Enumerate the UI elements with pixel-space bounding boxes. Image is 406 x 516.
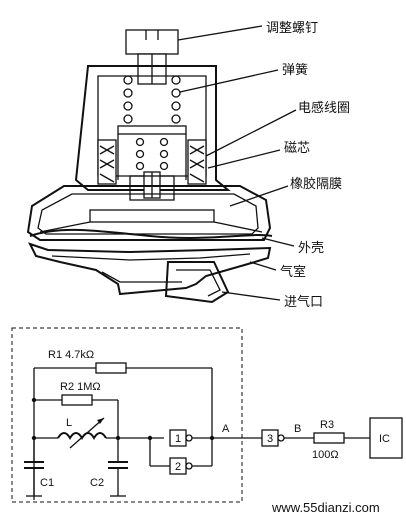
adjust-screw: [125, 29, 179, 55]
resistor-r3: [313, 432, 345, 444]
air-inlet: [164, 261, 230, 304]
ic-box: [369, 417, 403, 459]
label-housing: 外壳: [298, 241, 324, 256]
sensor-drawing: [26, 29, 273, 304]
upper-housing: [74, 65, 231, 191]
resistor-r1: [95, 362, 127, 374]
label-air-inlet: 进气口: [284, 294, 323, 310]
leader-lines: [177, 25, 297, 301]
label-rubber-diaphragm: 橡胶隔膜: [290, 176, 342, 192]
label-r1: R1 4.7kΩ: [48, 349, 94, 361]
label-gate-2: 2: [175, 461, 181, 473]
lower-housing: [26, 185, 272, 241]
watermark: www.55dianzi.com: [271, 500, 380, 515]
label-air-chamber: 气室: [280, 264, 306, 280]
inductor-coil: [97, 139, 207, 185]
circuit-enclosure: [11, 327, 243, 503]
label-spring: 弹簧: [282, 62, 308, 78]
label-gate-3: 3: [267, 433, 273, 445]
label-r2: R2 1MΩ: [60, 381, 101, 393]
label-c1: C1: [40, 477, 54, 489]
label-node-b: B: [294, 423, 301, 435]
spring: [123, 75, 181, 171]
label-gate-1: 1: [175, 433, 181, 445]
label-c2: C2: [90, 477, 104, 489]
rubber-diaphragm: [29, 209, 273, 239]
label-magnetic-core: 磁芯: [284, 141, 310, 156]
label-r3: R3: [320, 419, 334, 431]
circuit: [11, 327, 403, 503]
air-chamber: [28, 242, 272, 296]
label-node-a: A: [222, 423, 230, 435]
resistor-r2: [61, 394, 93, 406]
label-adjust-screw: 调整螺钉: [266, 21, 318, 36]
label-inductor-coil: 电感线圈: [298, 100, 350, 116]
label-inductor: L: [66, 417, 72, 429]
label-r3-value: 100Ω: [312, 449, 339, 461]
label-ic: IC: [379, 433, 390, 445]
